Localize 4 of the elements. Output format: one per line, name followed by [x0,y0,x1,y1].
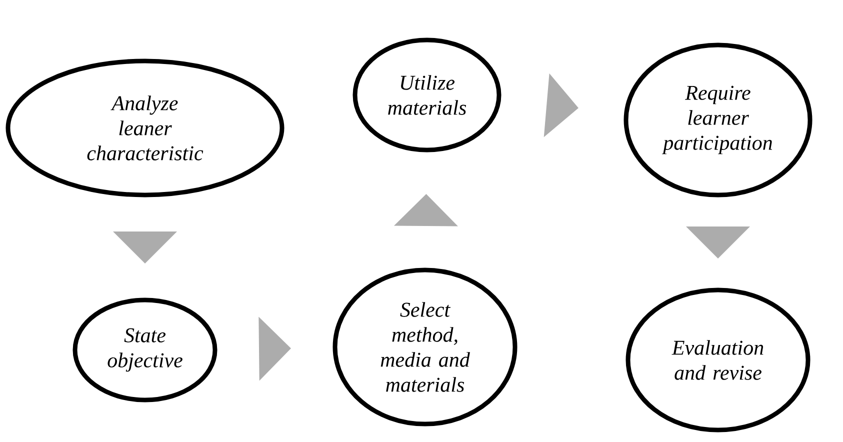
arrow [113,232,177,264]
arrow [686,226,750,258]
arrow [258,316,291,381]
arrow [394,194,458,226]
